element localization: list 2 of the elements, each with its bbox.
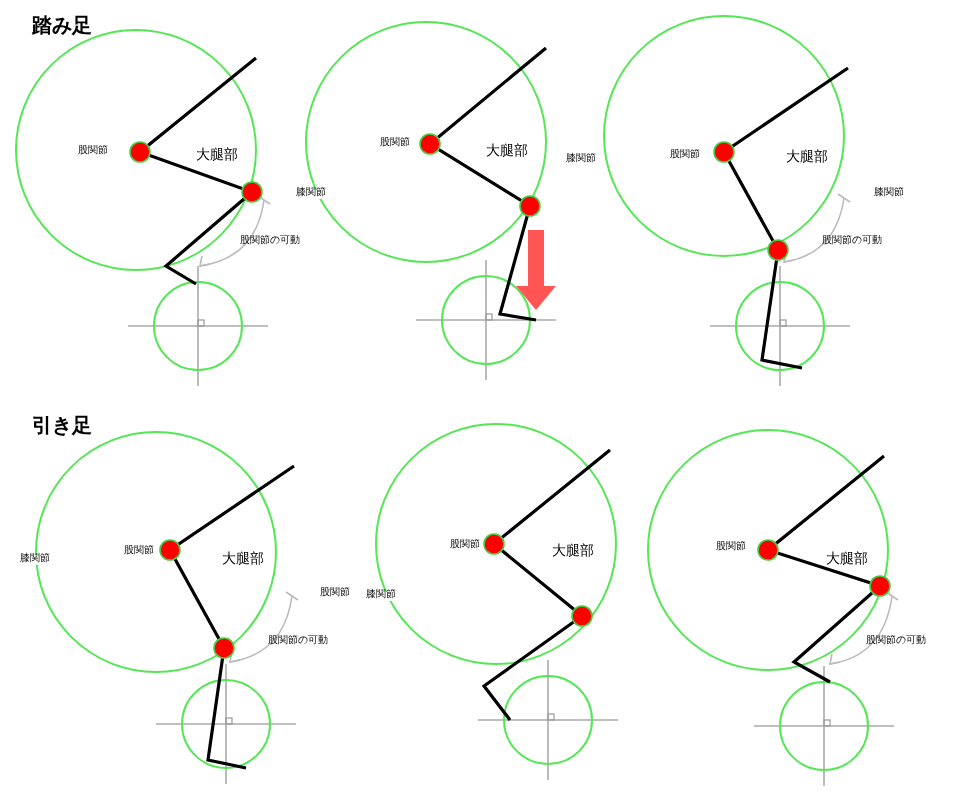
section-heading: 引き足 [32,418,92,438]
section-heading: 踏み足 [32,18,92,38]
